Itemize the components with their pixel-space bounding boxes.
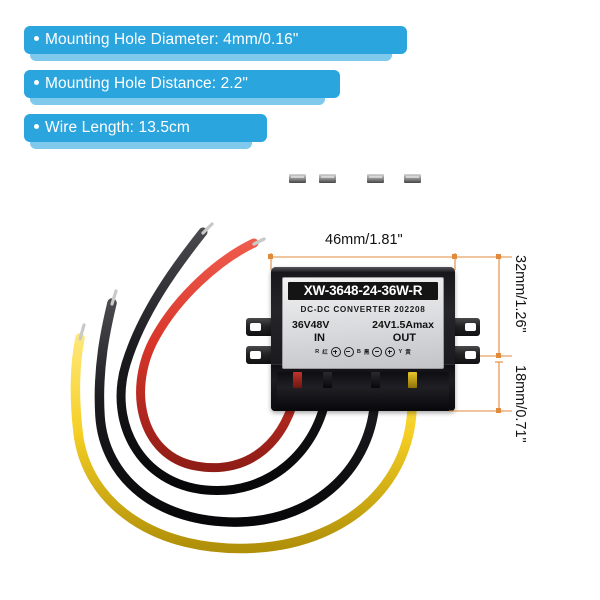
terminal-code-black: B [356,349,361,355]
dimension-annotations [268,253,512,413]
wire-yellow [70,333,417,554]
input-label: IN [314,332,325,344]
mounting-hole-left-upper [250,323,261,331]
mounting-flange-left-lower [246,346,278,364]
feature-badge-mounting-hole-diameter: Mounting Hole Diameter: 4mm/0.16" [24,26,407,54]
dim-endpoint [496,353,501,358]
feature-badge-row: Mounting Hole Distance: 2.2" [24,70,444,105]
terminal-minus-icon [372,347,383,357]
dimension-depth-label: 18mm/0.71" [512,365,528,443]
terminal-cn-black: 黑 [363,350,370,356]
mounting-flange-left-upper [246,318,278,336]
dim-endpoint [268,254,273,259]
feature-badge-wire-length: Wire Length: 13.5cm [24,114,267,142]
feature-badge-row: Wire Length: 13.5cm [24,114,444,149]
dimension-height-label: 32mm/1.26" [512,255,528,333]
terminal-minus-icon [343,347,354,357]
bullet-icon [34,124,39,130]
dim-endpoint [496,408,501,413]
wire-stub-red [293,372,302,388]
bullet-icon [34,36,39,42]
converter-type-line: DC-DC CONVERTER 202208 [300,305,426,314]
terminal-code-red: R [315,349,320,355]
terminal-cn-yellow: 黄 [405,350,411,356]
output-voltage-spec: 24V1.5Amax [372,319,434,331]
wire-black-inner-stripped-tip [201,222,214,235]
wire-stub-black-inner [323,372,332,388]
case-top-bevel [271,267,455,272]
terminal-plus-icon [385,347,396,357]
wire-red-stripped-tip [252,237,266,246]
mounting-hole-right-upper [465,323,476,331]
wire-red [136,238,302,473]
mounting-hole-left-lower [250,351,261,359]
feature-badge-text: Mounting Hole Distance: 2.2" [45,75,249,92]
dimension-width-label: 46mm/1.81" [325,232,403,248]
wire-stub-yellow [408,372,417,388]
dim-endpoint [496,254,501,259]
crimp-connector-black-outer [367,174,384,183]
terminal-legend-row: R 红 B 黑 Y 黄 [288,347,438,357]
wire-stub-black-outer [371,372,380,388]
feature-badge-row: Mounting Hole Diameter: 4mm/0.16" [24,26,444,61]
dim-endpoint [452,254,457,259]
product-label: XW-3648-24-36W-R DC-DC CONVERTER 202208 … [282,277,444,369]
bullet-icon [34,80,39,86]
feature-badge-text: Mounting Hole Diameter: 4mm/0.16" [45,31,299,48]
wire-black-inner [116,227,332,496]
terminal-cn-red: 红 [322,350,328,356]
mounting-flange-right-lower [448,346,480,364]
mounting-hole-right-lower [465,351,476,359]
mounting-flange-right-upper [448,318,480,336]
terminal-code-yellow: Y [398,349,403,355]
crimp-connector-black-inner [319,174,336,183]
model-number: XW-3648-24-36W-R [288,282,438,300]
terminal-plus-icon [330,347,341,357]
input-voltage-spec: 36V48V [292,319,330,331]
feature-badge-text: Wire Length: 13.5cm [45,119,190,136]
product-photo: XW-3648-24-36W-R DC-DC CONVERTER 202208 … [0,160,600,600]
feature-badge-list: Mounting Hole Diameter: 4mm/0.16" Mounti… [24,26,444,158]
spec-row: 36V48V 24V1.5Amax [288,319,438,331]
wire-yellow-stripped-tip [78,323,86,341]
feature-badge-mounting-hole-distance: Mounting Hole Distance: 2.2" [24,70,340,98]
wire-black-outer [94,298,380,527]
wire-black-outer-stripped-tip [110,289,118,306]
io-row: IN OUT [288,332,438,344]
wire-harness [70,222,417,554]
output-label: OUT [392,332,416,344]
crimp-connector-yellow [404,174,421,183]
crimp-connector-red [289,174,306,183]
wire-terminal-block [277,372,449,410]
